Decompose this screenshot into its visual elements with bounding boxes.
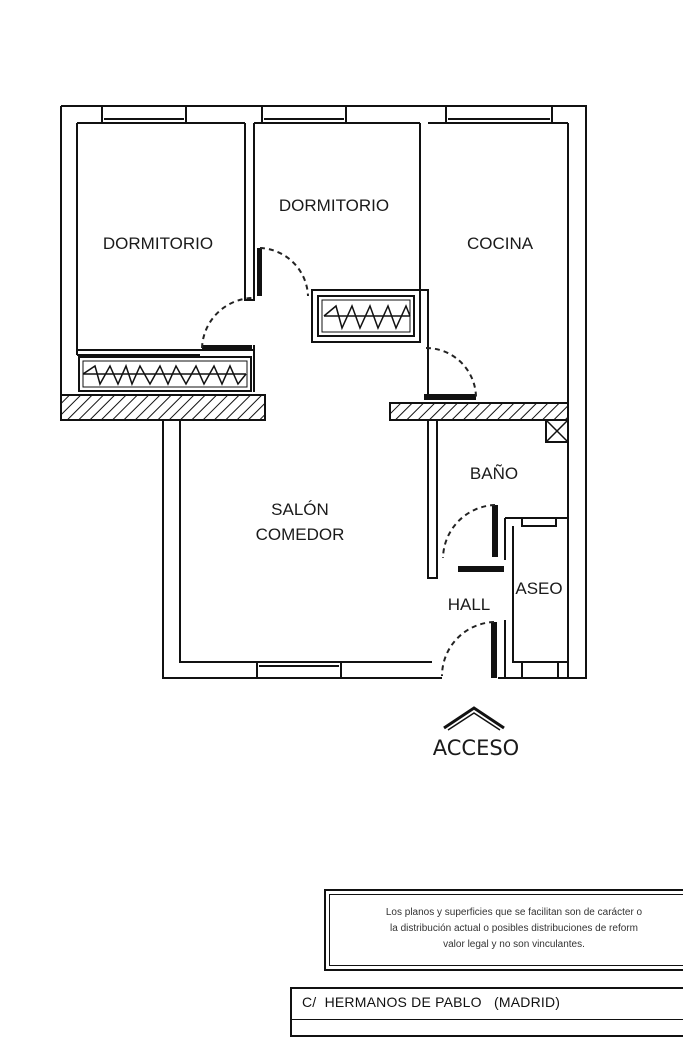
disclaimer-line-2: la distribución actual o posibles distri…: [390, 923, 638, 934]
windows: [101, 105, 559, 679]
label-aseo: ASEO: [515, 579, 562, 598]
address-box: C/ HERMANOS DE PABLO (MADRID): [290, 987, 683, 1037]
door-acceso: [441, 621, 497, 678]
disclaimer-line-1: Los planos y superficies que se facilita…: [385, 907, 643, 918]
doors: [201, 247, 504, 678]
label-dormitorio-1: DORMITORIO: [103, 234, 213, 253]
address-divider: [292, 1019, 683, 1020]
label-dormitorio-2: DORMITORIO: [279, 196, 389, 215]
disclaimer-line-3: valor legal y no son vinculantes.: [443, 939, 585, 950]
structural-walls: [60, 394, 569, 443]
label-cocina: COCINA: [467, 234, 534, 253]
label-acceso: ACCESO: [433, 736, 519, 760]
label-comedor: COMEDOR: [256, 525, 345, 544]
label-salon: SALÓN: [271, 500, 329, 519]
door-aseo: [458, 566, 504, 572]
wardrobe-dormitorio-1: [78, 356, 252, 392]
label-hall: HALL: [448, 595, 491, 614]
disclaimer-box: Los planos y superficies que se facilita…: [324, 889, 683, 971]
label-bano: BAÑO: [470, 464, 518, 483]
disclaimer-text: Los planos y superficies que se facilita…: [329, 894, 683, 966]
chevron-up-icon: [443, 706, 505, 730]
address-text: C/ HERMANOS DE PABLO (MADRID): [302, 994, 561, 1010]
wardrobe-dormitorio-2: [317, 295, 415, 337]
door-bano: [442, 504, 498, 559]
door-dormitorio-2: [257, 247, 309, 297]
door-cocina: [424, 347, 477, 400]
door-dormitorio-1: [201, 297, 253, 350]
